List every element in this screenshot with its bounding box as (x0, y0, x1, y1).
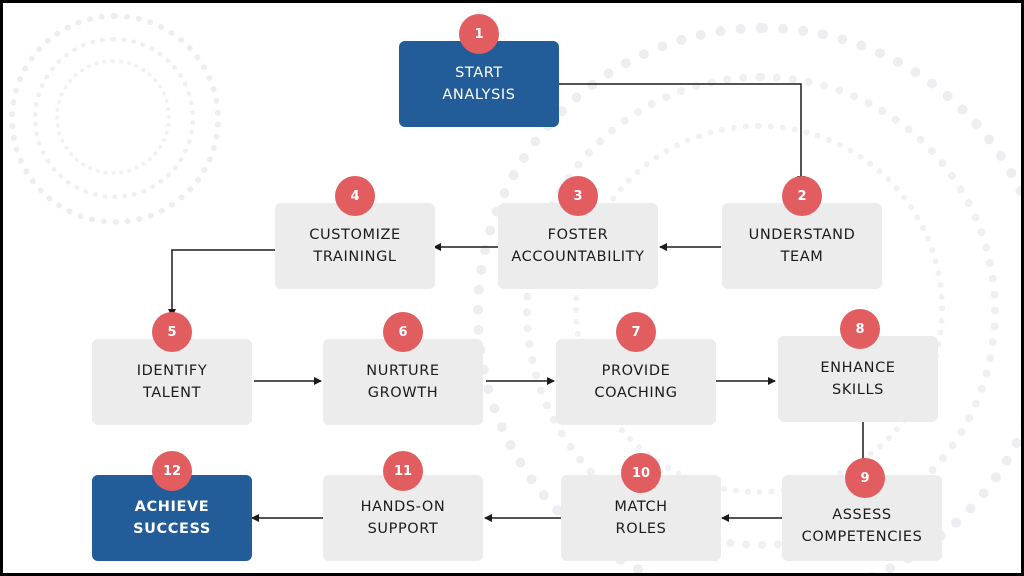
step-8-badge: 8 (840, 309, 880, 349)
arrow-4-to-5 (168, 249, 275, 317)
step-6-box: NURTURE GROWTH (323, 339, 483, 425)
step-5-box: IDENTIFY TALENT (92, 339, 252, 425)
flow-arrows (168, 83, 864, 522)
step-1-label: START ANALYSIS (442, 65, 516, 103)
step-7-badge: 7 (616, 312, 656, 352)
step-11-badge: 11 (383, 451, 423, 491)
diagram-canvas: START ANALYSIS 1 UNDERSTAND TEAM 2 FOSTE… (3, 3, 1021, 573)
step-11-label: HANDS-ON SUPPORT (360, 499, 446, 537)
step-1-badge: 1 (459, 14, 499, 54)
arrow-1-to-2 (558, 83, 805, 184)
step-7-box: PROVIDE COACHING (556, 339, 716, 425)
step-10-badge: 10 (621, 453, 661, 493)
step-6-label: NURTURE GROWTH (366, 363, 440, 401)
step-2-badge: 2 (782, 176, 822, 216)
step-8-box: ENHANCE SKILLS (778, 336, 938, 422)
step-9-label: ASSESS COMPETENCIES (801, 507, 923, 545)
step-4-badge: 4 (335, 176, 375, 216)
step-3-box: FOSTER ACCOUNTABILITY (498, 203, 658, 289)
step-5-badge: 5 (152, 312, 192, 352)
step-3-badge: 3 (558, 176, 598, 216)
step-2-label: UNDERSTAND TEAM (748, 227, 856, 265)
step-8-label: ENHANCE SKILLS (820, 360, 896, 398)
step-5-label: IDENTIFY TALENT (136, 363, 208, 401)
step-7-label: PROVIDE COACHING (594, 363, 678, 401)
step-4-box: CUSTOMIZE TRAININGL (275, 203, 435, 289)
step-12-badge: 12 (152, 451, 192, 491)
step-9-badge: 9 (845, 458, 885, 498)
step-10-label: MATCH ROLES (614, 499, 668, 537)
step-6-badge: 6 (383, 312, 423, 352)
step-12-label: ACHIEVE SUCCESS (133, 499, 211, 537)
step-2-box: UNDERSTAND TEAM (722, 203, 882, 289)
step-3-label: FOSTER ACCOUNTABILITY (511, 227, 645, 265)
step-4-label: CUSTOMIZE TRAININGL (309, 227, 401, 265)
step-1-box: START ANALYSIS (399, 41, 559, 127)
